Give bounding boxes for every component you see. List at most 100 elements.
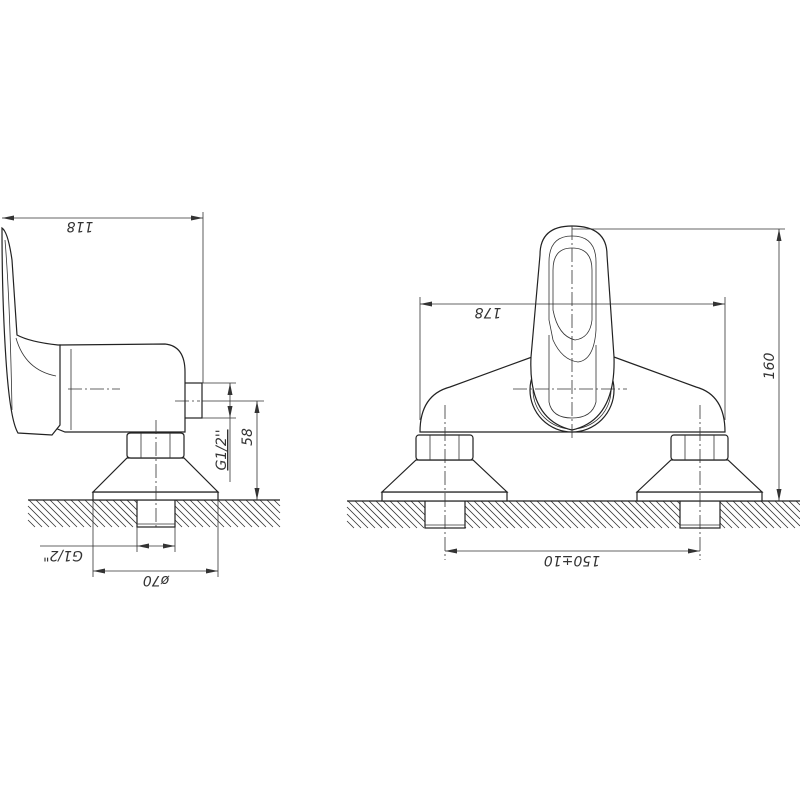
hatch-line	[347, 500, 376, 529]
hatch-line	[231, 499, 260, 528]
hatch-line	[536, 500, 565, 529]
dim-inlet-thread-label: G1/2"	[43, 547, 83, 563]
side-view: 118 G1/2'' 58 G1/2" ø70	[1, 212, 280, 588]
hatch-line	[578, 500, 607, 529]
hatch-line	[522, 500, 551, 529]
hatch-line	[795, 500, 800, 506]
dim-outlet-height-label: 58	[240, 428, 256, 446]
hatch-line	[396, 500, 425, 529]
hatch-line	[273, 499, 281, 507]
dim-width-label: 118	[67, 218, 94, 234]
hatch-line	[42, 499, 71, 528]
outlet-pipe	[183, 382, 203, 419]
hatch-line	[112, 499, 141, 528]
hatch-line	[217, 499, 246, 528]
hatch-line	[648, 500, 677, 529]
hatch-line	[571, 500, 600, 529]
hex-nut	[670, 434, 729, 461]
hatch-line	[266, 499, 281, 514]
floor-hatching	[27, 499, 800, 529]
hatch-line	[98, 499, 127, 528]
hatch-line	[599, 500, 628, 529]
hex-nut	[415, 434, 474, 461]
hatch-line	[382, 500, 411, 529]
inlet-foot	[635, 434, 764, 529]
hatch-line	[259, 499, 281, 521]
hatch-line	[252, 499, 281, 528]
hatch-line	[613, 500, 642, 529]
dim-inlet-spacing-label: 150±10	[544, 552, 600, 568]
hatch-line	[732, 500, 761, 529]
hatch-line	[245, 499, 274, 528]
hatch-line	[238, 499, 267, 528]
hatch-line	[368, 500, 397, 529]
hex-nut	[126, 432, 185, 459]
hatch-line	[788, 500, 800, 513]
dim-base-diameter-label: ø70	[143, 572, 170, 588]
hatch-line	[27, 512, 43, 528]
mixer-body	[54, 343, 186, 433]
hatch-line	[718, 500, 747, 529]
dim-height-label: 160	[762, 353, 778, 380]
hatch-line	[35, 499, 64, 528]
hatch-line	[182, 499, 211, 528]
hatch-line	[196, 499, 225, 528]
hatch-line	[346, 506, 369, 529]
hatch-line	[487, 500, 516, 529]
hatch-line	[354, 500, 383, 529]
hatch-line	[56, 499, 85, 528]
base-plate	[381, 491, 508, 502]
hatch-line	[627, 500, 656, 529]
hatch-line	[361, 500, 390, 529]
hatch-line	[760, 500, 789, 529]
base-plate	[636, 491, 763, 502]
base-cone	[635, 459, 764, 493]
hatch-line	[557, 500, 586, 529]
hatch-line	[550, 500, 579, 529]
base-cone	[380, 459, 509, 493]
hatch-line	[63, 499, 92, 528]
hatch-line	[389, 500, 418, 529]
dim-outlet-thread-label: G1/2''	[214, 429, 230, 470]
hatch-line	[767, 500, 796, 529]
hatch-line	[346, 513, 362, 529]
hatch-line	[515, 500, 544, 529]
hatch-line	[774, 500, 800, 527]
base-cone	[91, 457, 220, 493]
hatch-line	[620, 500, 649, 529]
dim-body-width-label: 178	[475, 304, 502, 320]
hatch-line	[466, 500, 495, 529]
hatch-line	[375, 500, 404, 529]
hatch-line	[27, 505, 50, 528]
hatch-line	[655, 500, 684, 529]
hatch-line	[224, 499, 253, 528]
hatch-line	[494, 500, 523, 529]
hatch-line	[189, 499, 218, 528]
hatch-line	[480, 500, 509, 529]
base-plate	[92, 491, 219, 501]
inlet-foot	[380, 434, 509, 529]
hatch-line	[634, 500, 663, 529]
front-view: 178 160 150±10	[347, 225, 800, 568]
hatch-line	[77, 499, 106, 528]
lever-handle	[1, 226, 61, 436]
hatch-line	[84, 499, 113, 528]
hatch-line	[543, 500, 572, 529]
hatch-line	[781, 500, 800, 520]
hatch-line	[501, 500, 530, 529]
hatch-line	[725, 500, 754, 529]
hatch-line	[346, 520, 355, 529]
hatch-line	[753, 500, 782, 529]
hatch-line	[529, 500, 558, 529]
hatch-line	[592, 500, 621, 529]
hatch-line	[585, 500, 614, 529]
hatch-line	[105, 499, 134, 528]
hatch-line	[606, 500, 635, 529]
hatch-line	[739, 500, 768, 529]
lever-handle-front	[530, 225, 615, 431]
hatch-line	[49, 499, 78, 528]
hatch-line	[746, 500, 775, 529]
hatch-line	[210, 499, 239, 528]
